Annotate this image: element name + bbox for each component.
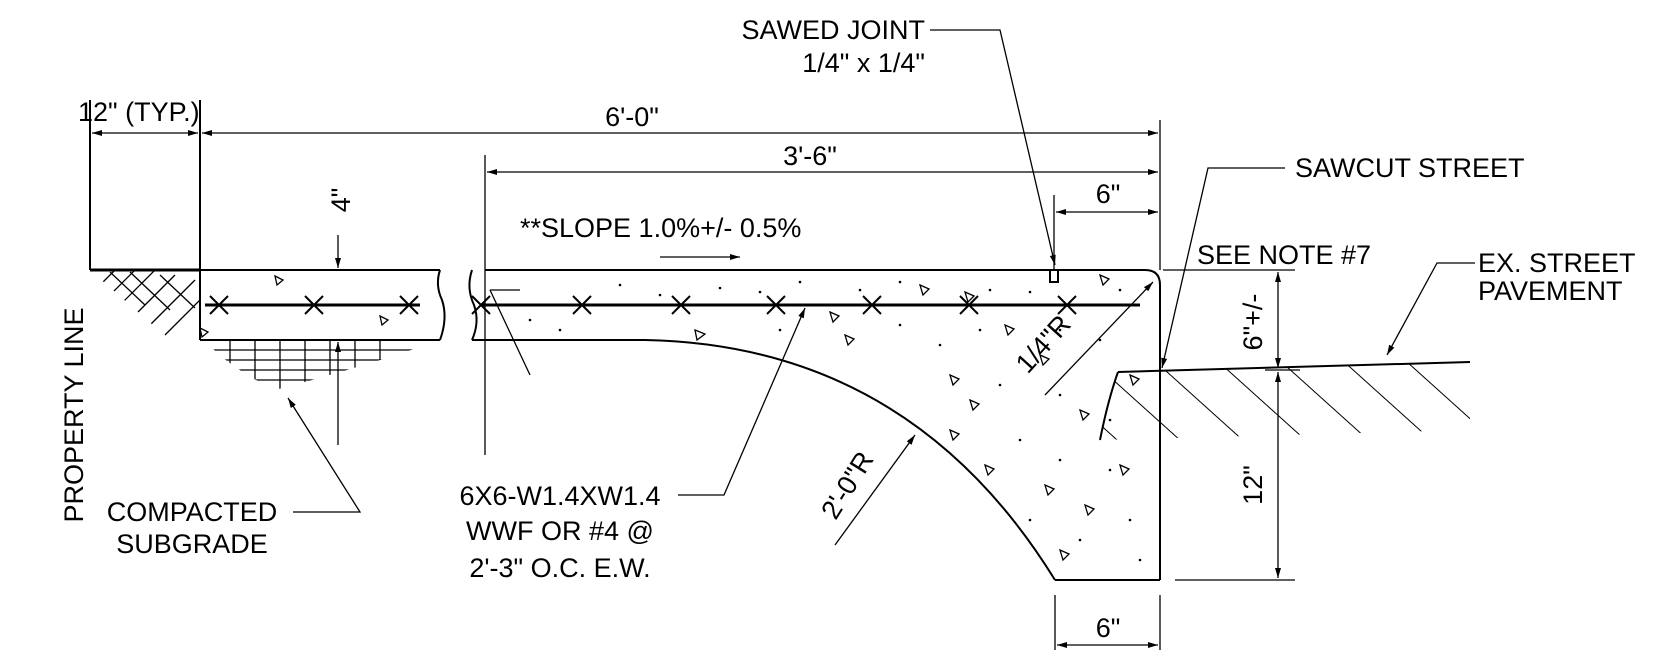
compacted-label-1: COMPACTED [107,497,278,527]
leader-stub [489,289,531,376]
main-slab-and-curb [471,269,1161,581]
leader-compacted-subgrade [287,397,362,513]
radius-quarter-label: 1/4"R [1010,309,1077,379]
soil-hatch [94,270,200,336]
rebar-markers-left [209,295,419,315]
dim-12-label: 12" [1238,465,1268,505]
dimension-6-bottom [1054,595,1161,650]
leader-wwf [678,307,806,496]
aggregate-dots-main [528,280,1142,562]
leader-sawed-joint [930,29,1056,266]
sawed-joint-label-1: SAWED JOINT [741,15,925,45]
dim-6-pm-label: 6"+/- [1238,294,1268,351]
dimension-3-6 [484,155,1158,455]
subgrade-hatch [205,340,440,390]
ex-street-label-1: EX. STREET [1478,248,1636,278]
dim-6-top-label: 6" [1096,179,1121,209]
existing-street-pavement [1099,361,1471,441]
wwf-label-1: 6X6-W1.4XW1.4 [459,481,660,511]
slope-label: **SLOPE 1.0%+/- 0.5% [520,213,801,243]
see-note-label: SEE NOTE #7 [1197,240,1371,270]
wwf-label-2: WWF OR #4 @ [466,516,654,546]
dim-3-6-label: 3'-6" [783,141,837,171]
sawcut-street-label: SAWCUT STREET [1295,153,1525,183]
leader-ex-street [1386,262,1475,356]
ex-street-label-2: PAVEMENT [1478,276,1623,306]
rebar-markers-main [471,295,1077,315]
property-line-area [89,100,201,340]
radius-2-0-label: 2'-0"R [815,446,879,524]
leader-sawcut-street [1161,167,1285,369]
aggregate-triangles-left [199,274,390,339]
dimension-6-0 [202,120,1161,270]
radius-leaders [834,281,1154,546]
dim-6-0-label: 6'-0" [605,102,659,132]
property-line-label: PROPERTY LINE [59,307,89,522]
wwf-label-3: 2'-3" O.C. E.W. [469,553,650,583]
dim-6-bottom-label: 6" [1096,613,1121,643]
dim-4-label: 4" [326,188,356,213]
sawed-joint-label-2: 1/4" x 1/4" [802,48,925,78]
typ-12-label: 12" (TYP.) [78,97,200,127]
compacted-label-2: SUBGRADE [116,529,268,559]
aggregate-triangles-main [694,273,1141,562]
